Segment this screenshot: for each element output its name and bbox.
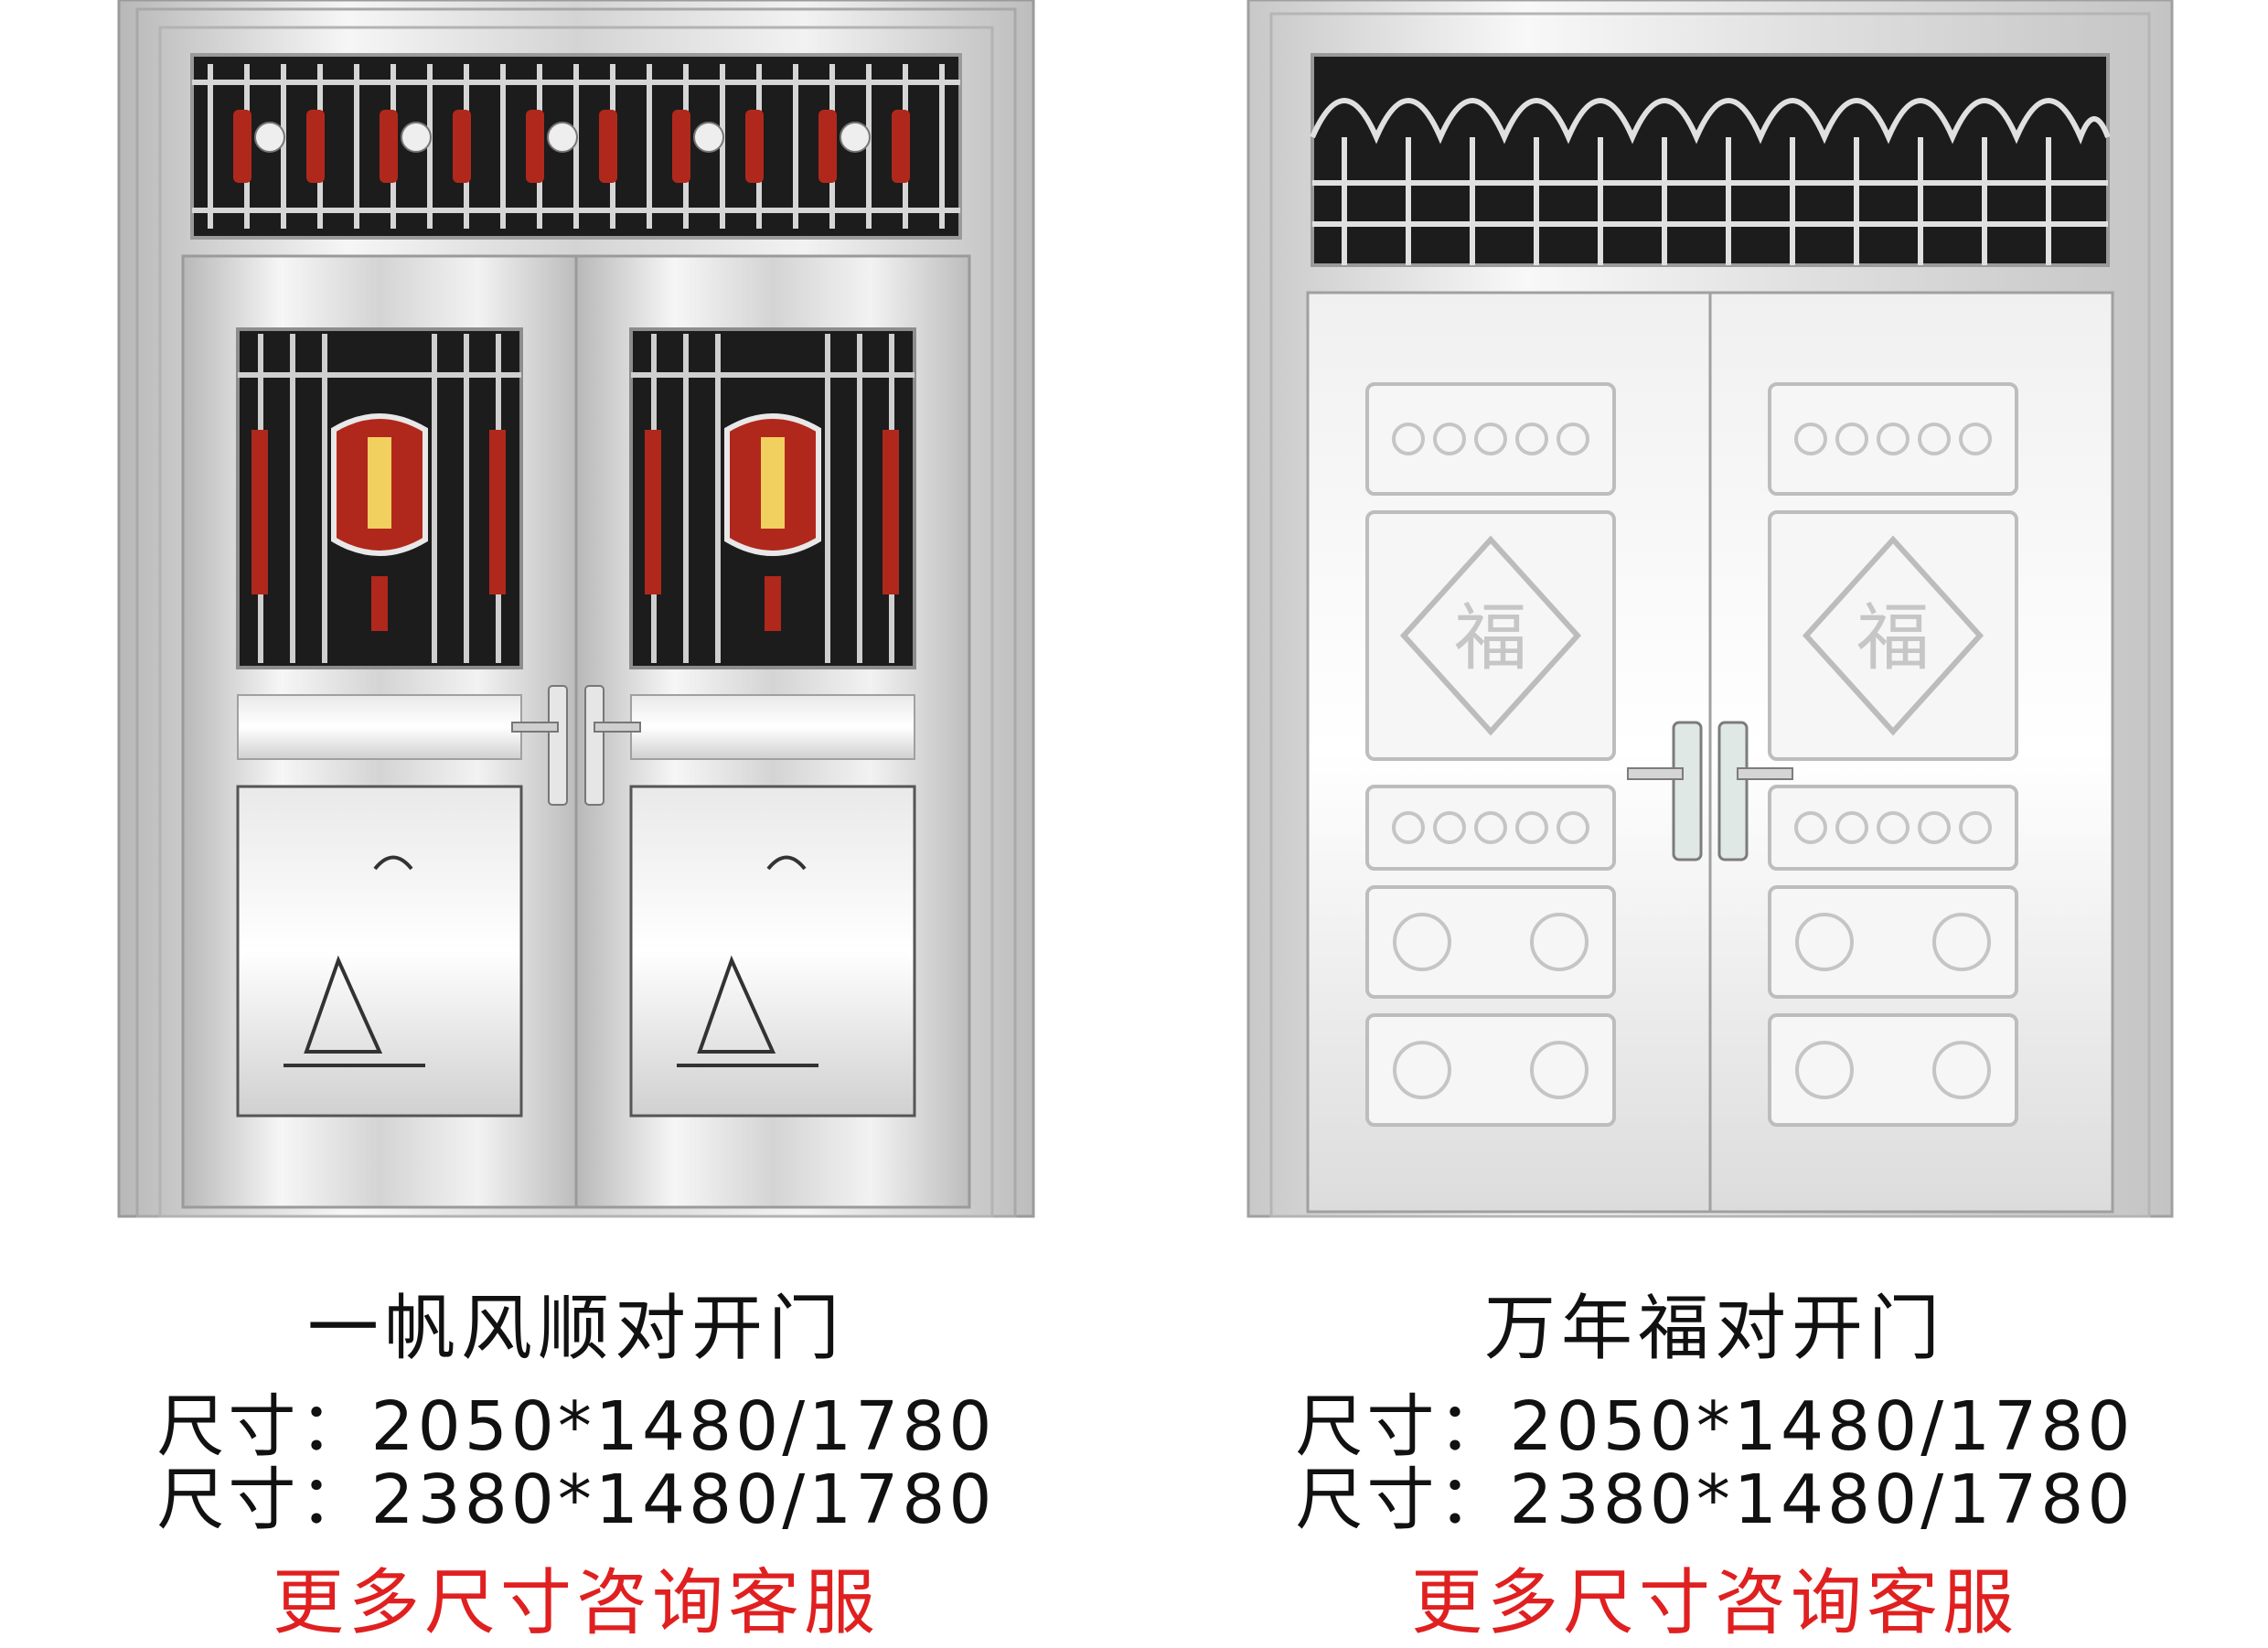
more-sizes-note[interactable]: 更多尺寸咨询客服 <box>1410 1562 2018 1644</box>
product-title: 万年福对开门 <box>1483 1288 1945 1370</box>
product-size-line-2: 尺寸：2380*1480/1780 <box>1295 1461 2134 1539</box>
product-card-yifan[interactable]: 一帆风顺对开门 尺寸：2050*1480/1780 尺寸：2380*1480/1… <box>73 0 1079 1646</box>
product-size-line-2: 尺寸：2380*1480/1780 <box>156 1461 996 1539</box>
fu-character-right: 福 <box>1856 595 1930 680</box>
right-door-image[interactable]: 福 福 <box>1212 0 2218 1225</box>
more-sizes-note[interactable]: 更多尺寸咨询客服 <box>272 1562 880 1644</box>
fu-character-left: 福 <box>1454 595 1527 680</box>
product-title: 一帆风顺对开门 <box>306 1288 845 1370</box>
product-card-wannianfu[interactable]: 福 福 万年福对开门 尺寸：2050*1480/1780 尺寸：2380*148… <box>1212 0 2218 1646</box>
left-door-image[interactable] <box>73 0 1079 1225</box>
wannianfu-door-svg: 福 福 <box>1246 0 2174 1218</box>
product-size-line-1: 尺寸：2050*1480/1780 <box>1295 1387 2134 1466</box>
product-size-line-1: 尺寸：2050*1480/1780 <box>156 1387 996 1466</box>
yifan-door-svg <box>117 0 1035 1218</box>
